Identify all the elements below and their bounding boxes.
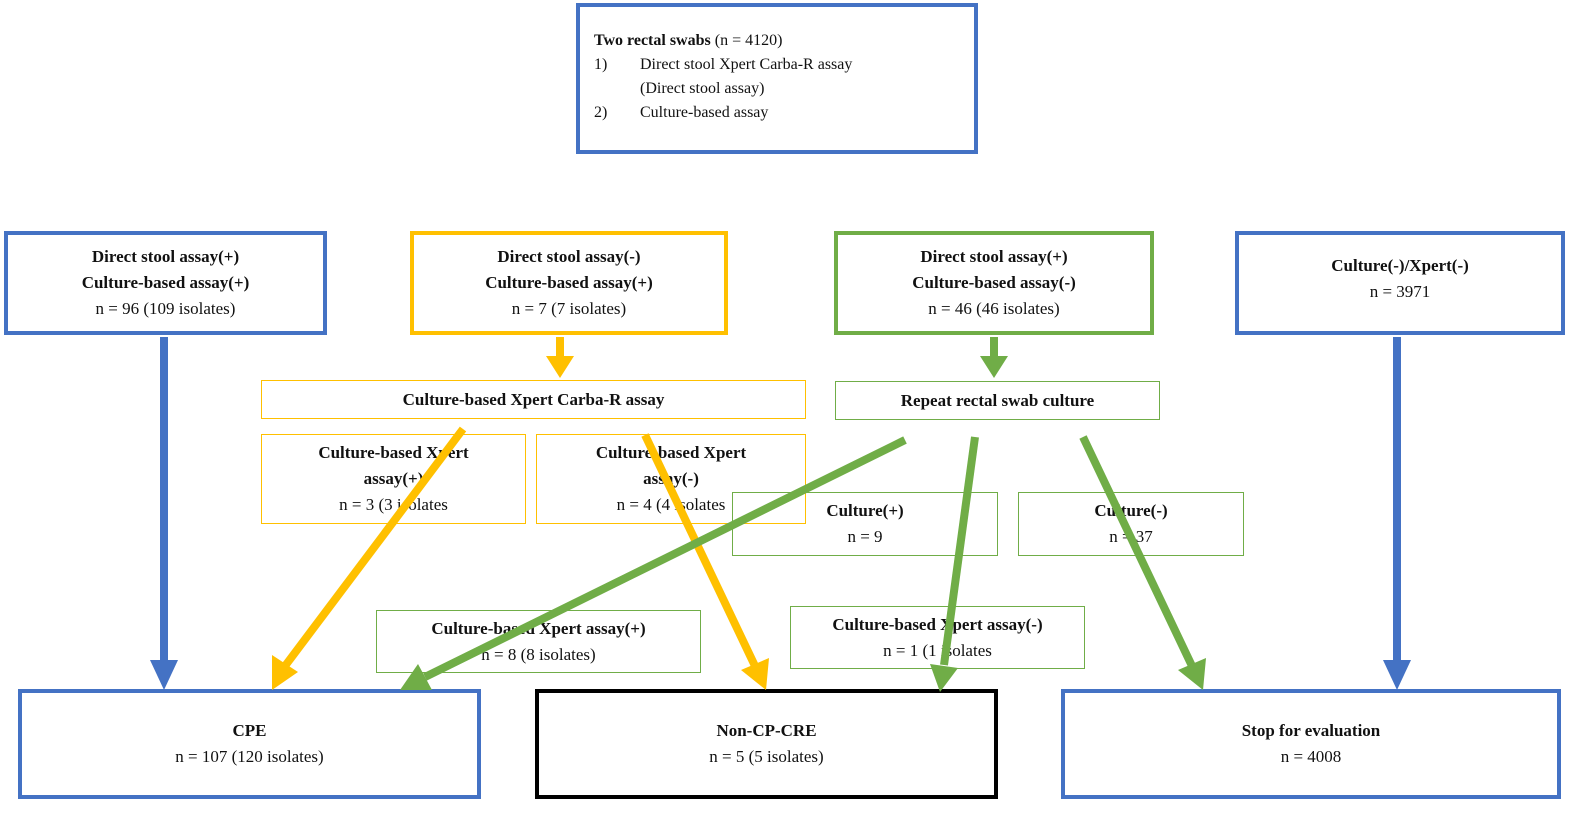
xpert-negative-c-box: Culture-based Xpert assay(-) n = 1 (1 is… [790, 606, 1085, 669]
enrollment-item-1-line1: Direct stool Xpert Carba-R assay [640, 56, 853, 73]
arrowhead-c-to-repeat [980, 356, 1008, 378]
enrollment-item-1-line2: (Direct stool assay) [640, 80, 765, 97]
group-b-box: Direct stool assay(-) Culture-based assa… [410, 231, 728, 335]
arrowhead-xpert-neg-to-noncp [741, 658, 769, 690]
outcome-stop-box: Stop for evaluation n = 4008 [1061, 689, 1561, 799]
group-d-box: Culture(-)/Xpert(-) n = 3971 [1235, 231, 1565, 335]
outcome-non-cp-cre-box: Non-CP-CRE n = 5 (5 isolates) [535, 689, 998, 799]
xpert-positive-c-box: Culture-based Xpert assay(+) n = 8 (8 is… [376, 610, 701, 673]
arrowhead-xpert-pos-to-cpe [272, 655, 298, 690]
culture-xpert-box: Culture-based Xpert Carba-R assay [261, 380, 806, 419]
culture-negative-box: Culture(-) n = 37 [1018, 492, 1244, 556]
group-a-box: Direct stool assay(+) Culture-based assa… [4, 231, 327, 335]
xpert-positive-b-box: Culture-based Xpert assay(+) n = 3 (3 is… [261, 434, 526, 524]
arrowhead-repeat-to-stop [1178, 658, 1206, 690]
culture-positive-box: Culture(+) n = 9 [732, 492, 998, 556]
arrowhead-b-to-xpert [546, 356, 574, 378]
enrollment-box: Two rectal swabs (n = 4120) 1) Direct st… [576, 3, 978, 154]
enrollment-title: Two rectal swabs (n = 4120) [594, 32, 783, 49]
outcome-cpe-box: CPE n = 107 (120 isolates) [18, 689, 481, 799]
arrowhead-d-to-stop [1383, 660, 1411, 690]
enrollment-item-2: 2) Culture-based assay [594, 104, 769, 121]
arrowhead-a-to-cpe [150, 660, 178, 690]
group-c-box: Direct stool assay(+) Culture-based assa… [834, 231, 1154, 335]
repeat-culture-box: Repeat rectal swab culture [835, 381, 1160, 420]
enrollment-item-1: 1) Direct stool Xpert Carba-R assay (Dir… [594, 56, 853, 97]
